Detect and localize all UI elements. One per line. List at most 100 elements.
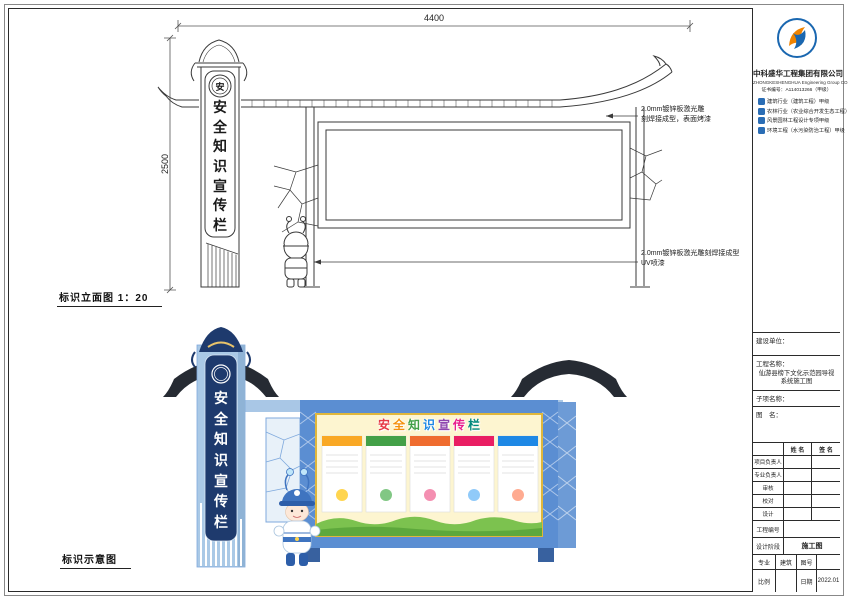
poster-title-char: 栏 bbox=[468, 418, 481, 432]
annotation-2-line2: UV喷漆 bbox=[641, 259, 665, 267]
sign-char: 全 bbox=[214, 410, 228, 427]
qualification-badge-icon bbox=[758, 117, 765, 124]
sign-char: 宣 bbox=[214, 472, 228, 489]
annotation-2-line1: 2.0mm镀锌板激光雕刻焊接成型 bbox=[641, 250, 740, 257]
project-label: 工程名称： bbox=[756, 361, 789, 368]
drawing-name-row: 图 名： bbox=[753, 406, 840, 442]
sign-char: 传 bbox=[214, 493, 228, 510]
sign-char: 知 bbox=[214, 431, 228, 448]
signature-row-label: 设计 bbox=[762, 512, 774, 518]
poster-title-char: 全 bbox=[392, 418, 405, 432]
qualification-list: 建筑行业（建筑工程）甲级 农林行业（农业综合开发生态工程）甲级 风景园林工程设计… bbox=[758, 98, 848, 134]
qualification-item: 风景园林工程设计专项甲级 bbox=[758, 117, 837, 124]
render-sign-text: 安 全 知 识 宣 传 栏 bbox=[213, 391, 229, 529]
qualification-item: 农林行业（农业综合开发生态工程）甲级 bbox=[758, 107, 848, 115]
signature-row: 审核 bbox=[753, 481, 840, 494]
signature-sig-cell bbox=[811, 508, 840, 520]
sheet-outer-frame bbox=[4, 4, 844, 596]
cert-number: 证书编号：A114013266（甲级） bbox=[761, 88, 832, 93]
pillar-emblem-char: 安 bbox=[215, 82, 225, 92]
elevation-caption: 标识立面图 1：20 bbox=[57, 289, 163, 307]
stage-value: 施工图 bbox=[783, 538, 840, 554]
sign-char: 传 bbox=[213, 197, 227, 214]
signature-row: 校对 bbox=[753, 494, 840, 507]
date-value: 2022.01 bbox=[816, 570, 840, 592]
company-name: 中科盛华工程集团有限公司 bbox=[753, 69, 843, 78]
sign-char: 宣 bbox=[213, 177, 227, 194]
title-block-fields: 建设单位： 工程名称： 仙游县榜下文化示范园导视系统施工图 子项名称： 图 名：… bbox=[753, 332, 840, 592]
annotation-1: 2.0mm镀锌板激光雕 刻焊接成型，表面烤漆 bbox=[641, 105, 753, 124]
signature-name-cell bbox=[783, 482, 811, 494]
signature-row: 项目负责人 bbox=[753, 455, 840, 468]
title-block: 中科盛华工程集团有限公司 ZHONGKESHENGHUA Engineering… bbox=[752, 8, 848, 592]
qualification-item: 建筑行业（建筑工程）甲级 bbox=[758, 98, 837, 105]
qualification-badge-icon bbox=[758, 98, 765, 105]
project-no-label: 工程编号 bbox=[756, 527, 780, 534]
poster-title: 安 全 知 识 宣 传 栏 bbox=[316, 416, 542, 433]
stage-label: 设计阶段 bbox=[755, 544, 780, 551]
project-no-value bbox=[783, 521, 840, 537]
project-row: 工程名称： 仙游县榜下文化示范园导视系统施工图 bbox=[753, 355, 840, 390]
qualification-text: 环境工程（水污染防治工程）甲级 bbox=[767, 127, 845, 134]
sign-char: 栏 bbox=[214, 513, 228, 530]
signature-name-cell bbox=[783, 508, 811, 520]
company-logo bbox=[776, 18, 817, 58]
annotation-2: 2.0mm镀锌板激光雕刻焊接成型 UV喷漆 bbox=[641, 249, 753, 268]
stage-row: 设计阶段 施工图 bbox=[753, 537, 840, 554]
signature-row-label: 审核 bbox=[762, 486, 774, 492]
sign-char: 安 bbox=[213, 99, 227, 115]
qualification-text: 风景园林工程设计专项甲级 bbox=[767, 118, 830, 124]
signature-name-cell bbox=[783, 456, 811, 468]
scale-date-row: 比例 日期 2022.01 bbox=[753, 569, 840, 592]
figno-label: 图号 bbox=[796, 555, 816, 569]
signature-row-label: 校对 bbox=[762, 499, 774, 505]
signature-header-blank bbox=[753, 443, 783, 455]
owner-label: 建设单位： bbox=[756, 338, 789, 345]
scale-label: 比例 bbox=[757, 579, 770, 586]
signature-row: 设计 bbox=[753, 507, 840, 520]
signature-row: 专业负责人 bbox=[753, 468, 840, 481]
owner-row: 建设单位： bbox=[753, 332, 840, 355]
drawing-name-label: 图 名： bbox=[756, 412, 782, 419]
render-caption: 标识示意图 bbox=[60, 551, 131, 569]
poster-title-char: 传 bbox=[453, 418, 466, 432]
signature-header-sig: 签 名 bbox=[811, 443, 840, 455]
project-no-row: 工程编号 bbox=[753, 520, 840, 537]
dimension-left-label: 2500 bbox=[160, 153, 170, 175]
sign-char: 安 bbox=[214, 390, 228, 406]
annotation-1-line2: 刻焊接成型，表面烤漆 bbox=[641, 115, 711, 123]
signature-row-label: 项目负责人 bbox=[754, 460, 782, 466]
signature-name-cell bbox=[783, 495, 811, 507]
company-header: 中科盛华工程集团有限公司 ZHONGKESHENGHUA Engineering… bbox=[753, 8, 848, 134]
subitem-row: 子项名称： bbox=[753, 390, 840, 406]
figno-value bbox=[816, 555, 840, 569]
signature-sig-cell bbox=[811, 469, 840, 481]
signature-sig-cell bbox=[811, 482, 840, 494]
signature-table: 姓 名 签 名 项目负责人 专业负责人 审核 校对 设计 bbox=[753, 442, 840, 537]
pillar-sign-text: 安 全 知 识 宣 传 栏 bbox=[212, 100, 228, 232]
sign-char: 知 bbox=[213, 138, 227, 155]
signature-sig-cell bbox=[811, 495, 840, 507]
scale-value bbox=[775, 570, 796, 592]
major-row: 专业 建筑 图号 bbox=[753, 554, 840, 569]
poster-title-char: 安 bbox=[377, 418, 390, 432]
poster-title-char: 识 bbox=[422, 418, 435, 432]
poster-title-char: 宣 bbox=[438, 418, 451, 432]
qualification-text: 农林行业（农业综合开发生态工程）甲级 bbox=[767, 108, 848, 115]
annotation-1-line1: 2.0mm镀锌板激光雕 bbox=[641, 106, 705, 113]
signature-row-label: 专业负责人 bbox=[754, 473, 782, 479]
sign-char: 栏 bbox=[213, 216, 227, 233]
dimension-top-label: 4400 bbox=[423, 13, 445, 23]
date-label: 日期 bbox=[796, 570, 816, 592]
qualification-badge-icon bbox=[758, 107, 765, 115]
subitem-label: 子项名称： bbox=[756, 396, 789, 403]
sign-char: 全 bbox=[213, 118, 227, 135]
major-label: 专业 bbox=[757, 560, 770, 567]
signature-header-row: 姓 名 签 名 bbox=[753, 442, 840, 455]
poster-title-char: 知 bbox=[407, 418, 420, 432]
signature-sig-cell bbox=[811, 456, 840, 468]
major-value: 建筑 bbox=[775, 555, 796, 569]
qualification-text: 建筑行业（建筑工程）甲级 bbox=[767, 99, 830, 105]
signature-name-cell bbox=[783, 469, 811, 481]
